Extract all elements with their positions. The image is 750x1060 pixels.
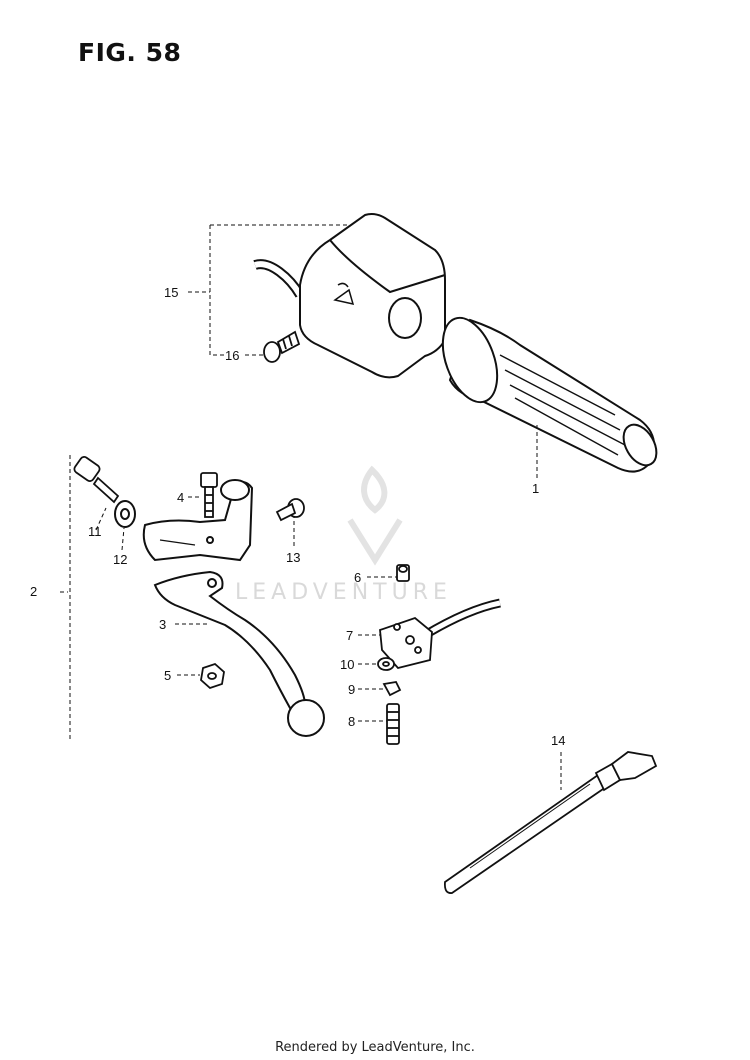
callout-label: 13 <box>286 550 300 565</box>
washer-10[interactable] <box>377 657 395 671</box>
callout-labels: 1 2 3 4 5 6 7 8 9 10 11 12 13 14 15 16 <box>30 285 565 748</box>
cable-tie[interactable] <box>443 751 658 894</box>
callout-label: 8 <box>348 714 355 729</box>
callout-label: 7 <box>346 628 353 643</box>
bolt-4[interactable] <box>200 472 218 518</box>
screw-8[interactable] <box>386 703 400 745</box>
callout-label: 6 <box>354 570 361 585</box>
callout-label: 4 <box>177 490 184 505</box>
washer-9[interactable] <box>382 681 402 697</box>
watermark-logo <box>347 465 403 566</box>
lever-holder[interactable] <box>142 479 254 562</box>
callout-label: 16 <box>225 348 239 363</box>
screw-13[interactable] <box>275 498 305 522</box>
callout-label: 3 <box>159 617 166 632</box>
bolt-11[interactable] <box>73 455 120 504</box>
callout-label: 15 <box>164 285 178 300</box>
callout-label: 9 <box>348 682 355 697</box>
callout-label: 11 <box>88 524 102 539</box>
nut-6[interactable] <box>396 564 410 582</box>
brake-lever[interactable] <box>153 570 325 737</box>
callout-label: 10 <box>340 657 354 672</box>
callout-label: 14 <box>551 733 565 748</box>
callout-label: 2 <box>30 584 37 599</box>
stop-switch[interactable] <box>379 598 501 670</box>
footer-credit: Rendered by LeadVenture, Inc. <box>275 1040 475 1055</box>
washer-12[interactable] <box>114 500 136 528</box>
watermark-text: LEADVENTURE <box>235 580 452 605</box>
leader-lines <box>60 224 562 790</box>
figure-title: FIG. 58 <box>78 38 182 67</box>
callout-label: 5 <box>164 668 171 683</box>
nut-5[interactable] <box>200 662 225 690</box>
switch-housing[interactable] <box>253 213 446 379</box>
callout-label: 1 <box>532 481 539 496</box>
screw-16[interactable] <box>263 330 301 363</box>
callout-label: 12 <box>113 552 127 567</box>
handlebar-grip[interactable] <box>432 310 663 473</box>
